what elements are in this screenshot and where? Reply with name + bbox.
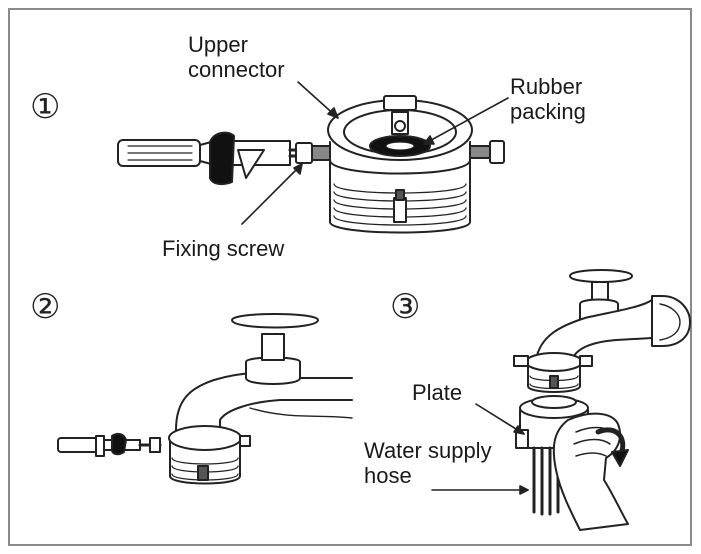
upper-connector-icon bbox=[513, 352, 593, 393]
water-supply-hose-label: Water supply hose bbox=[364, 438, 492, 488]
upper-connector-icon bbox=[168, 425, 251, 485]
rotation-arrow-icon bbox=[595, 427, 629, 467]
upper-connector-label: Upper connector bbox=[188, 32, 285, 82]
fixing-screw-icon bbox=[295, 142, 333, 164]
rubber-packing-label: Rubber packing bbox=[510, 74, 586, 124]
step-1-number: ① bbox=[30, 87, 61, 127]
fixing-screw-label: Fixing screw bbox=[162, 236, 285, 261]
hand-icon bbox=[552, 412, 629, 531]
callout-lines bbox=[431, 403, 529, 495]
faucet-icon bbox=[535, 269, 691, 361]
plate-label: Plate bbox=[412, 380, 463, 405]
rotation-arrow-icon bbox=[209, 131, 265, 186]
screwdriver-icon bbox=[57, 432, 162, 457]
callout-lines bbox=[241, 81, 509, 225]
step-2-number: ② bbox=[30, 287, 61, 327]
faucet-icon bbox=[175, 313, 353, 437]
upper-connector-icon bbox=[327, 95, 505, 234]
step-3-number: ③ bbox=[390, 287, 421, 327]
